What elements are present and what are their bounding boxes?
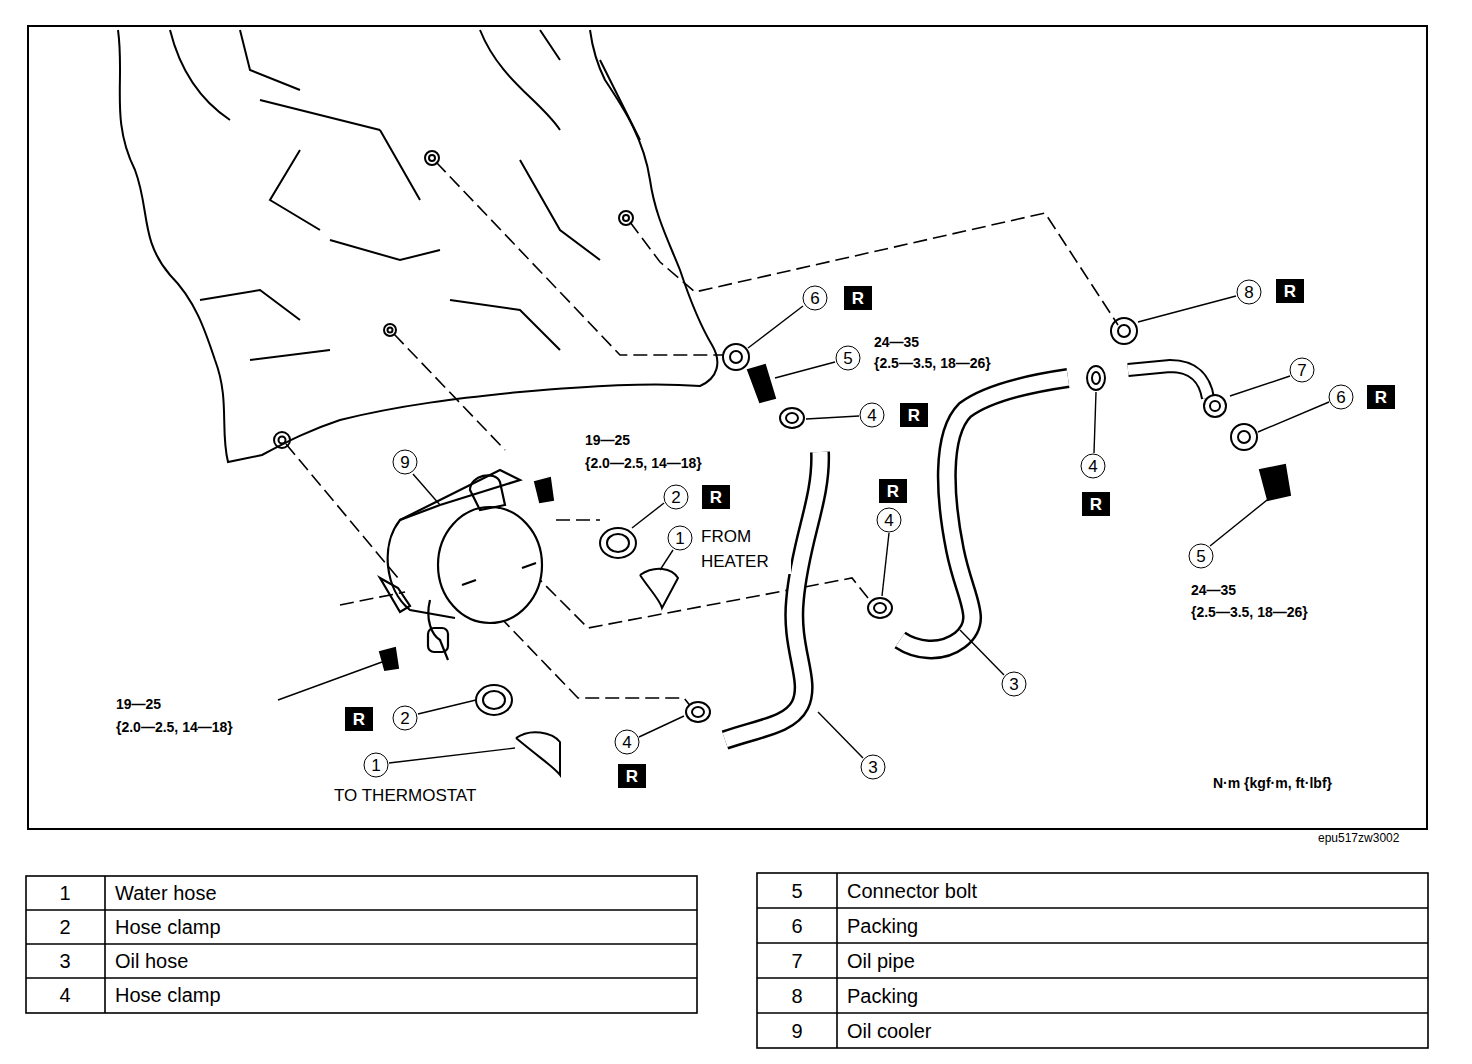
frame [28,26,1427,829]
callout-number: 6 [803,286,828,311]
callout-number: 8 [1237,280,1262,305]
table-cell: 1 [59,883,70,903]
table-cell: Connector bolt [847,881,977,901]
table-cell: Packing [847,916,918,936]
torque-value: 19—25 [584,433,631,447]
table-cell: 5 [791,881,802,901]
replace-mark: R [1367,385,1395,409]
replace-mark: R [879,479,907,503]
table-cell: 3 [59,951,70,971]
table-cell: 4 [59,985,70,1005]
callout-number: 3 [861,755,886,780]
callout-number: 4 [860,403,885,428]
callout-number: 9 [393,450,418,475]
callout-number: 3 [1002,672,1027,697]
callout-number: 2 [664,485,689,510]
table-cell: Oil cooler [847,1021,931,1041]
parts-table [26,873,1428,1048]
torque-value: {2.5—3.5, 18—26} [1190,605,1309,619]
callout-number: 5 [1189,544,1214,569]
replace-mark: R [618,764,646,788]
assembly-line [286,162,1118,708]
engine-detail [170,30,640,360]
table-cell: 6 [791,916,802,936]
table-cell: 8 [791,986,802,1006]
table-cell: 7 [791,951,802,971]
callout-number: 4 [615,730,640,755]
callout-number: 5 [836,346,861,371]
water-hose [516,569,678,775]
torque-value: 24—35 [873,335,920,349]
replace-mark: R [1082,492,1110,516]
bolt [380,365,1290,670]
bolt-hole [274,151,633,448]
torque-value: 19—25 [115,697,162,711]
torque-value: 24—35 [1190,583,1237,597]
replace-mark: R [844,286,872,310]
table-cell: Packing [847,986,918,1006]
callout-number: 4 [1081,454,1106,479]
callout-number: 1 [364,753,389,778]
leader-line [278,296,1329,763]
table-cell: 9 [791,1021,802,1041]
table-cell: Oil pipe [847,951,915,971]
unit-note: N·m {kgf·m, ft·lbf} [1212,776,1333,790]
callout-number: 4 [877,508,902,533]
table-cell: Water hose [115,883,217,903]
hose-note: FROM HEATER [701,524,791,574]
packing [723,318,1257,450]
replace-mark: R [1276,279,1304,303]
oil-pipe [1128,366,1226,417]
torque-value: {2.5—3.5, 18—26} [873,356,992,370]
replace-mark: R [345,707,373,731]
callout-number: 6 [1329,385,1354,410]
figure-id: epu517zw3002 [1318,832,1399,844]
callout-number: 7 [1290,358,1315,383]
engine-outline [118,30,717,462]
table-cell: Hose clamp [115,917,221,937]
table-cell: Hose clamp [115,985,221,1005]
torque-value: {2.0—2.5, 14—18} [115,720,234,734]
table-cell: Oil hose [115,951,188,971]
callout-number: 1 [668,526,693,551]
callout-number: 2 [393,706,418,731]
replace-mark: R [900,403,928,427]
table-cell: 2 [59,917,70,937]
torque-value: {2.0—2.5, 14—18} [584,456,703,470]
oil-cooler [380,470,542,660]
replace-mark: R [702,485,730,509]
hose-note: TO THERMOSTAT [333,787,477,804]
hose-clamp [476,366,1105,722]
